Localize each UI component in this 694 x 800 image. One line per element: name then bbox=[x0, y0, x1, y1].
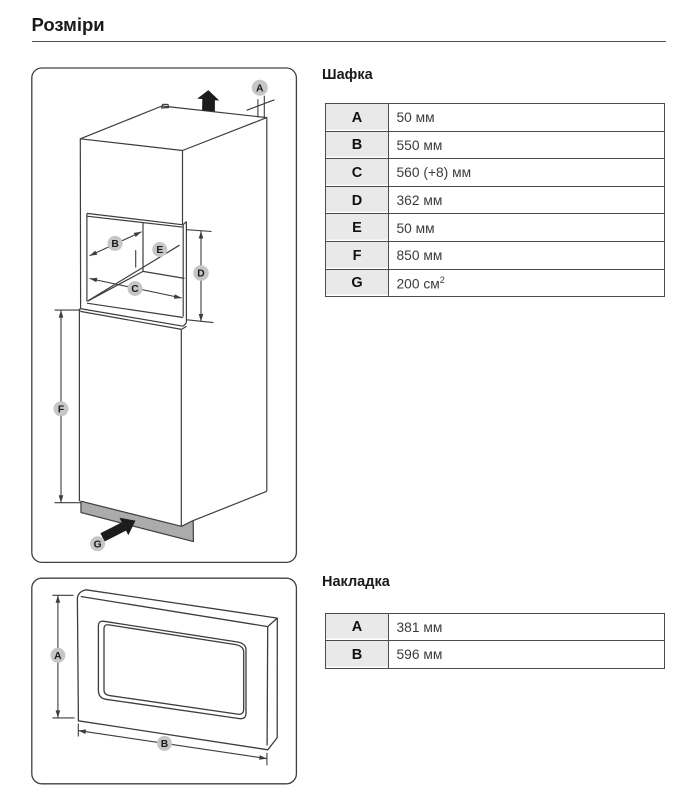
svg-text:B: B bbox=[111, 239, 118, 250]
svg-text:A: A bbox=[54, 651, 62, 662]
svg-text:A: A bbox=[256, 82, 264, 94]
svg-text:E: E bbox=[156, 245, 163, 256]
svg-text:G: G bbox=[94, 540, 102, 551]
svg-text:C: C bbox=[131, 284, 139, 295]
svg-text:B: B bbox=[161, 739, 168, 750]
svg-text:D: D bbox=[197, 269, 204, 280]
svg-text:F: F bbox=[58, 405, 64, 416]
